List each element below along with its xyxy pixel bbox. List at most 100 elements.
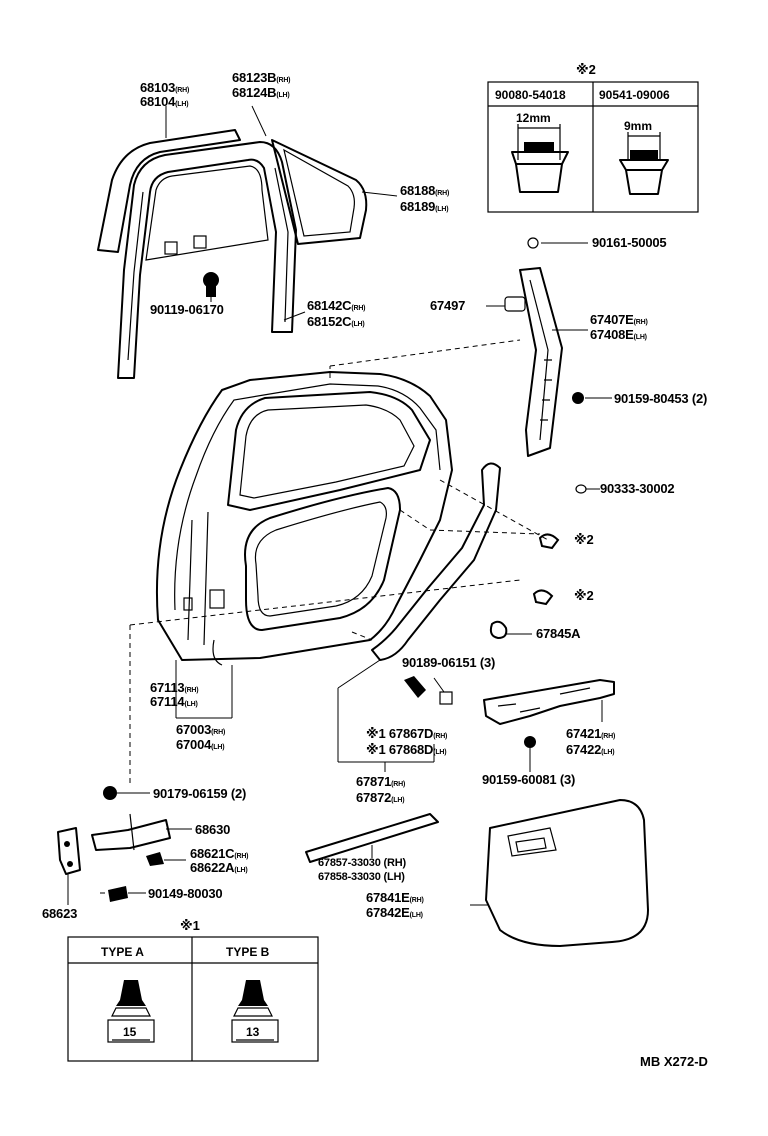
part-side: (RH)	[634, 319, 648, 326]
part-number: 90149-80030	[148, 886, 222, 901]
part-side: (LH)	[634, 334, 647, 341]
callout-67871-67872: 67871(RH) 67872(LH)	[356, 774, 405, 805]
callout-90161-50005: 90161-50005	[592, 235, 667, 250]
part-number: 68104	[140, 94, 176, 109]
part-number: 67857-33030 (RH)	[318, 857, 406, 869]
clip-dimension: 12mm	[516, 111, 551, 125]
part-side: (RH)	[601, 733, 615, 740]
part-side: (LH)	[435, 206, 448, 213]
svg-text:※2: ※2	[574, 588, 593, 603]
regulator-channel-illustration	[504, 237, 584, 457]
part-side: (LH)	[276, 92, 289, 99]
clip-table: ※2 90080-54018 90541-09006 12mm 9mm	[487, 62, 699, 213]
door-frame-moulding-illustration	[97, 129, 241, 253]
clip-illustration-upper	[538, 533, 560, 550]
callout-90189-06151: 90189-06151 (3)	[402, 655, 495, 670]
svg-text:90149-80030: 90149-80030	[148, 886, 222, 901]
reference-code: MB X272-D	[640, 1054, 708, 1069]
part-number: 68622A	[190, 860, 235, 875]
svg-text:67871(RH): 67871(RH)	[356, 774, 405, 789]
part-side: (RH)	[391, 781, 405, 788]
part-side: (LH)	[433, 749, 446, 756]
part-number: 68621C	[190, 846, 235, 861]
clip-a-illustration	[511, 124, 569, 193]
clip-dimension: 9mm	[624, 119, 652, 133]
part-number: 67114	[150, 694, 185, 709]
part-number: 67845A	[536, 626, 581, 641]
svg-text:67842E(LH): 67842E(LH)	[366, 905, 423, 920]
svg-text:68152C(LH): 68152C(LH)	[307, 314, 365, 329]
clip-b-illustration	[619, 132, 669, 195]
callout-90333-30002: 90333-30002	[600, 481, 675, 496]
svg-text:67857-33030 (RH): 67857-33030 (RH)	[318, 857, 406, 869]
part-number: 67871	[356, 774, 391, 789]
svg-text:68103(RH): 68103(RH)	[140, 80, 189, 95]
type-table-title: ※1	[180, 918, 200, 933]
part-side: (RH)	[234, 853, 248, 860]
svg-text:68142C(RH): 68142C(RH)	[307, 298, 365, 313]
svg-text:90333-30002: 90333-30002	[600, 481, 674, 496]
callout-clip-ref-upper: ※2	[574, 532, 594, 547]
part-number: 90159-60081 (3)	[482, 772, 575, 787]
svg-text:67845A: 67845A	[536, 626, 581, 641]
part-number: ※2	[574, 588, 593, 603]
door-hinge-check-illustration	[404, 676, 615, 748]
part-side: (RH)	[211, 729, 225, 736]
part-side: (RH)	[433, 733, 447, 740]
svg-text:67422(LH): 67422(LH)	[566, 742, 614, 757]
svg-text:90161-50005: 90161-50005	[592, 235, 666, 250]
part-number: 68152C	[307, 314, 352, 329]
callout-67407e-67408e: 67407E(RH) 67408E(LH)	[590, 312, 648, 342]
part-number: 90189-06151 (3)	[402, 655, 495, 670]
svg-text:68630: 68630	[195, 822, 230, 837]
part-side: (LH)	[410, 912, 423, 919]
part-side: (LH)	[351, 321, 364, 328]
callout-90159-60081: 90159-60081 (3)	[482, 772, 575, 787]
part-number: 67003	[176, 722, 211, 737]
callout-90149-80030: 90149-80030	[148, 886, 223, 901]
svg-text:67004(LH): 67004(LH)	[176, 737, 224, 752]
callout-90159-80453: 90159-80453 (2)	[614, 391, 707, 406]
svg-text:67421(RH): 67421(RH)	[566, 726, 615, 741]
part-number: 68623	[42, 906, 77, 921]
part-number: 68630	[195, 822, 230, 837]
svg-text:67841E(RH): 67841E(RH)	[366, 890, 424, 905]
callout-67113-67114: 67113(RH) 67114(LH)	[150, 680, 199, 709]
svg-text:67858-33030 (LH): 67858-33030 (LH)	[318, 871, 405, 883]
callout-68142c-68152c: 68142C(RH) 68152C(LH)	[307, 298, 366, 329]
part-number: 90179-06159 (2)	[153, 786, 246, 801]
type-column-header: TYPE A	[101, 945, 144, 959]
leader-lines	[67, 105, 612, 906]
svg-text:※1 67867D(RH): ※1 67867D(RH)	[366, 726, 447, 741]
part-side: (RH)	[184, 687, 198, 694]
part-number: 67408E	[590, 327, 634, 342]
part-number: 90159-80453 (2)	[614, 391, 707, 406]
type-dimension: 15	[123, 1025, 137, 1039]
callout-67841e-67842e: 67841E(RH) 67842E(LH)	[366, 890, 424, 920]
svg-text:67408E(LH): 67408E(LH)	[590, 327, 647, 342]
svg-text:68188(RH): 68188(RH)	[400, 183, 449, 198]
callout-67867d-67868d: ※1 67867D(RH) ※1 67868D(LH)	[366, 726, 447, 757]
svg-text:68622A(LH): 68622A(LH)	[190, 860, 248, 875]
part-side: (RH)	[276, 77, 290, 84]
quarter-window-illustration	[271, 139, 368, 245]
type-a-fastener-illustration: 15	[107, 980, 155, 1043]
part-side: (LH)	[234, 867, 247, 874]
part-number: 68123B	[232, 70, 276, 85]
svg-text:90119-06170: 90119-06170	[150, 302, 224, 317]
svg-text:68104(LH): 68104(LH)	[140, 94, 188, 109]
part-side: (RH)	[435, 190, 449, 197]
svg-text:67114(LH): 67114(LH)	[150, 694, 198, 709]
part-side: (LH)	[211, 744, 224, 751]
clip-table-title: ※2	[576, 62, 596, 77]
svg-text:67872(LH): 67872(LH)	[356, 790, 404, 805]
svg-text:67497: 67497	[430, 298, 465, 313]
callout-68623: 68623	[42, 906, 77, 921]
svg-text:※1 67868D(LH): ※1 67868D(LH)	[366, 742, 446, 757]
callout-68630: 68630	[195, 822, 230, 837]
svg-text:68623: 68623	[42, 906, 77, 921]
bolt-90119-illustration	[203, 272, 219, 297]
part-number: 90161-50005	[592, 235, 666, 250]
door-trim-panel-illustration	[485, 799, 649, 947]
